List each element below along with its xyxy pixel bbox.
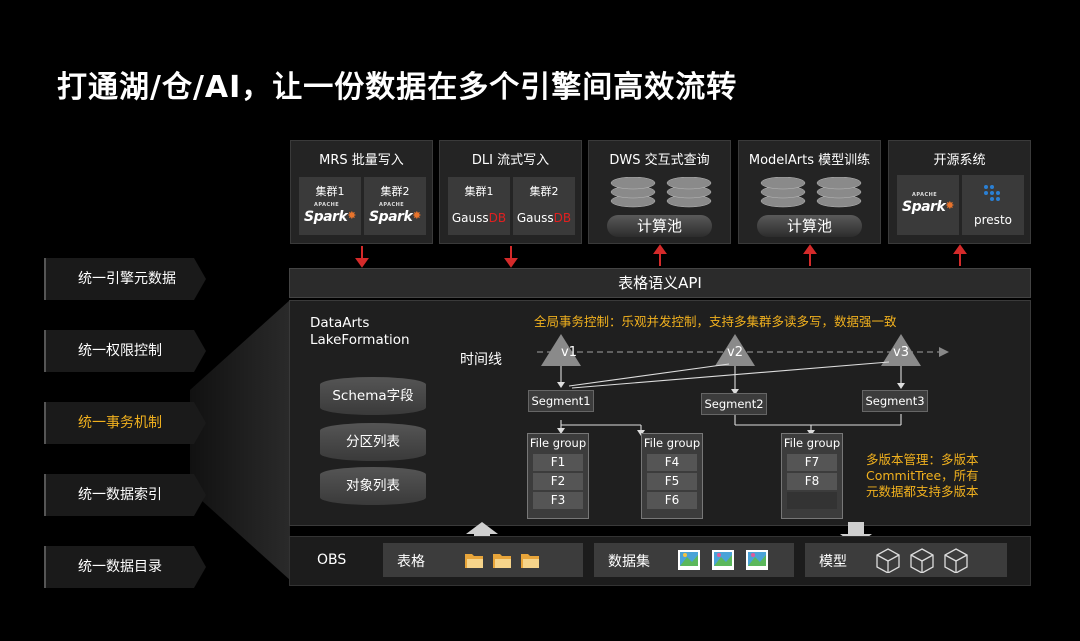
engine-dws: DWS 交互式查询 计算池 xyxy=(588,140,731,244)
file-group: File group F4 F5 F6 xyxy=(641,433,703,519)
file-cell: F6 xyxy=(647,492,697,509)
version-label: v1 xyxy=(561,345,577,360)
metadata-store: 分区列表 xyxy=(320,423,426,461)
obs-label: OBS xyxy=(317,552,347,568)
nav-item-data-catalog[interactable]: 统一数据目录 xyxy=(44,546,206,588)
file-cell: F1 xyxy=(533,454,583,471)
cluster-label: 集群2 xyxy=(529,185,559,198)
presto-label: presto xyxy=(974,213,1012,227)
presto-icon xyxy=(984,185,1000,201)
engine-title: 开源系统 xyxy=(933,153,986,168)
file-cell: F4 xyxy=(647,454,697,471)
logo-box: presto xyxy=(962,175,1024,235)
model-cube-icon xyxy=(876,548,968,573)
transaction-note: 全局事务控制：乐观并发控制，支持多集群多读多写，数据强一致 xyxy=(534,314,897,329)
engine-dli: DLI 流式写入 集群1 GaussDB 集群2 GaussDB xyxy=(439,140,582,244)
engine-title: DLI 流式写入 xyxy=(471,153,550,168)
engine-title: DWS 交互式查询 xyxy=(609,153,710,168)
cluster-label: 集群1 xyxy=(464,185,494,198)
obs-table-box: 表格 xyxy=(383,543,583,577)
file-cell: F7 xyxy=(787,454,837,471)
image-icon xyxy=(678,550,768,570)
cluster-box: 集群2 GaussDB xyxy=(513,177,575,235)
obs-dataset-box: 数据集 xyxy=(594,543,794,577)
gaussdb-logo: GaussDB xyxy=(451,211,507,225)
version-label: v3 xyxy=(893,345,909,360)
folder-icon xyxy=(465,554,539,568)
obs-box-label: 数据集 xyxy=(608,554,650,570)
disk-stack-icon xyxy=(760,177,862,208)
compute-pool: 计算池 xyxy=(757,215,862,237)
obs-model-box: 模型 xyxy=(805,543,1007,577)
file-cell-empty xyxy=(787,492,837,509)
nav-item-transaction[interactable]: 统一事务机制 xyxy=(44,402,206,444)
lakeformation-label: DataArts LakeFormation xyxy=(310,315,410,349)
version-note-line: 元数据都支持多版本 xyxy=(866,484,979,499)
version-note: 多版本管理：多版本 CommitTree，所有 元数据都支持多版本 xyxy=(866,452,979,500)
file-group: File group F7 F8 xyxy=(781,433,843,519)
engine-title: ModelArts 模型训练 xyxy=(748,153,871,168)
file-group-title: File group xyxy=(783,436,841,450)
nav-item-engine-metadata[interactable]: 统一引擎元数据 xyxy=(44,258,206,300)
segment-box: Segment2 xyxy=(701,393,767,415)
metadata-store: 对象列表 xyxy=(320,467,426,505)
gaussdb-logo: GaussDB xyxy=(516,211,572,225)
cluster-box: 集群1 GaussDB xyxy=(448,177,510,235)
file-group: File group F1 F2 F3 xyxy=(527,433,589,519)
file-group-title: File group xyxy=(643,436,701,450)
segment-box: Segment3 xyxy=(862,390,928,412)
lf-line1: DataArts xyxy=(310,315,370,331)
timeline-label: 时间线 xyxy=(460,352,502,368)
version-note-line: 多版本管理：多版本 xyxy=(866,452,979,467)
file-cell: F5 xyxy=(647,473,697,490)
nav-funnel xyxy=(190,300,290,580)
obs-box-label: 模型 xyxy=(819,554,847,570)
file-cell: F3 xyxy=(533,492,583,509)
cluster-label: 集群1 xyxy=(315,185,345,198)
engine-modelarts: ModelArts 模型训练 计算池 xyxy=(738,140,881,244)
segment-box: Segment1 xyxy=(528,390,594,412)
lf-line2: LakeFormation xyxy=(310,332,410,348)
nav-item-permission-control[interactable]: 统一权限控制 xyxy=(44,330,206,372)
file-group-title: File group xyxy=(529,436,587,450)
file-cell: F8 xyxy=(787,473,837,490)
nav-item-data-index[interactable]: 统一数据索引 xyxy=(44,474,206,516)
compute-pool: 计算池 xyxy=(607,215,712,237)
obs-box-label: 表格 xyxy=(397,554,425,570)
disk-stack-icon xyxy=(610,177,712,208)
cluster-label: 集群2 xyxy=(380,185,410,198)
engine-api-arrows xyxy=(355,244,967,268)
engine-title: MRS 批量写入 xyxy=(319,153,404,168)
version-diagram xyxy=(537,334,949,436)
version-label: v2 xyxy=(727,345,743,360)
page-title: 打通湖/仓/AI，让一份数据在多个引擎间高效流转 xyxy=(57,70,738,105)
metadata-store: Schema字段 xyxy=(320,377,426,415)
table-semantic-api-bar: 表格语义API xyxy=(289,268,1031,298)
file-cell: F2 xyxy=(533,473,583,490)
version-note-line: CommitTree，所有 xyxy=(866,468,979,483)
